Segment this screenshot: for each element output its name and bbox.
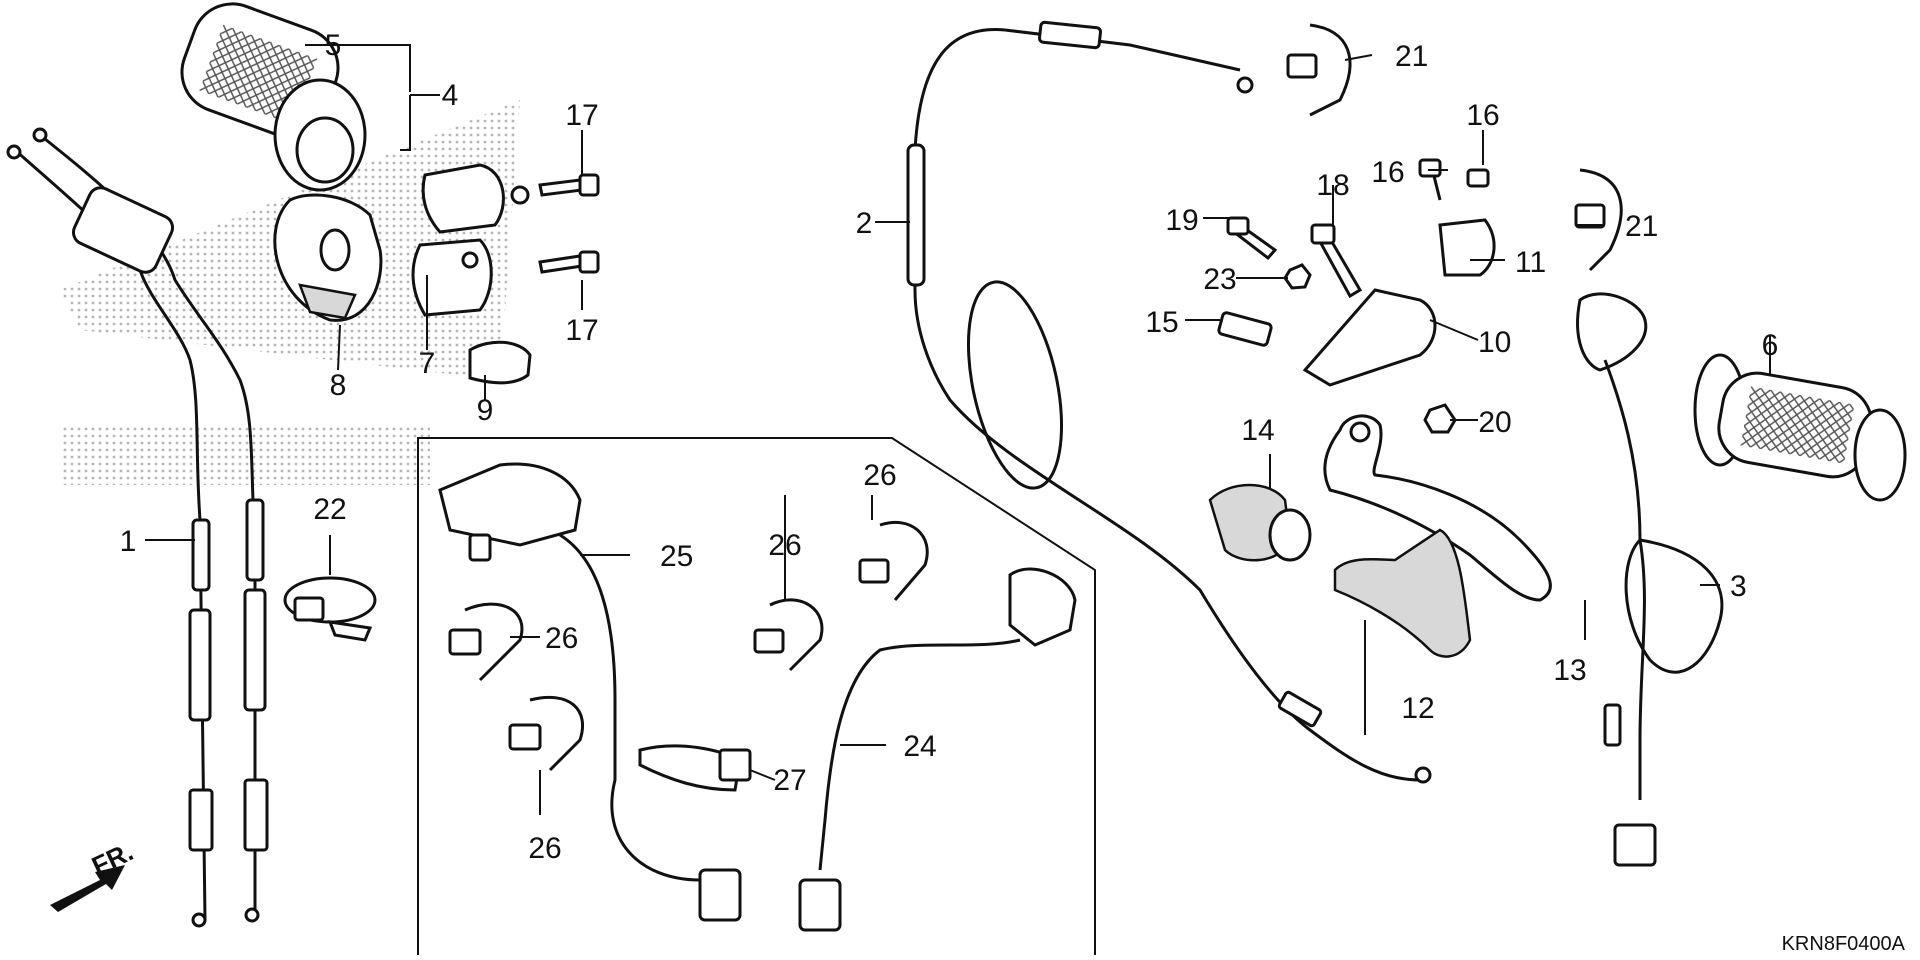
switch-3: [1576, 292, 1724, 867]
callout-18: 18: [1316, 169, 1349, 202]
callout-27: 27: [773, 764, 806, 797]
callout-15: 15: [1145, 306, 1178, 339]
callout-1: 1: [120, 525, 137, 558]
front-direction-label: FR.: [87, 836, 138, 881]
throttle-cables: [6, 127, 269, 928]
callout-21b: 21: [1625, 210, 1658, 243]
clutch-perch: [1217, 158, 1496, 434]
switch-25: [438, 462, 742, 922]
callout-2: 2: [856, 207, 873, 240]
callout-labels: 1 2 3 4 5 6 7 8 9 10 11 12 13 14 15 16 1…: [120, 29, 1779, 865]
clips-26: [448, 520, 929, 772]
callout-26a: 26: [863, 459, 896, 492]
callout-20: 20: [1478, 406, 1511, 439]
callout-13: 13: [1553, 654, 1586, 687]
callout-4: 4: [442, 79, 459, 112]
callout-17b: 17: [565, 314, 598, 347]
callout-12: 12: [1401, 692, 1434, 725]
callout-22: 22: [313, 493, 346, 526]
callout-26c: 26: [545, 622, 578, 655]
callout-19: 19: [1165, 204, 1198, 237]
callout-26b: 26: [768, 529, 801, 562]
clip-27: [638, 744, 752, 792]
callout-9: 9: [477, 394, 494, 427]
lever-guard: [1333, 528, 1472, 658]
throttle-grip: [180, 2, 367, 192]
callout-3: 3: [1730, 570, 1747, 603]
callout-26d: 26: [528, 832, 561, 865]
callout-6: 6: [1762, 329, 1779, 362]
callout-10: 10: [1478, 326, 1511, 359]
diagram-code: KRN8F0400A: [1782, 933, 1906, 955]
grip-holder: [411, 163, 532, 385]
callout-14: 14: [1241, 414, 1274, 447]
callout-8: 8: [330, 369, 347, 402]
front-direction-arrow: [50, 865, 125, 912]
adjuster-14: [1208, 483, 1312, 562]
callout-5: 5: [325, 29, 342, 62]
callout-17a: 17: [565, 99, 598, 132]
clutch-cable: [906, 20, 1432, 784]
switch-24: [798, 567, 1077, 932]
bolts-17: [538, 173, 600, 274]
leader-lines: [145, 44, 1771, 815]
band-22: [283, 576, 377, 642]
callout-25: 25: [660, 540, 693, 573]
clutch-lever: [1323, 414, 1552, 602]
callout-21a: 21: [1395, 40, 1428, 73]
callout-7: 7: [419, 347, 436, 380]
callout-23: 23: [1203, 263, 1236, 296]
callout-11: 11: [1515, 246, 1546, 279]
throttle-housing: [273, 193, 383, 322]
clips-21: [1286, 23, 1623, 272]
inset-box: [417, 437, 1096, 955]
left-grip: [1693, 353, 1907, 502]
callout-16a: 16: [1371, 156, 1404, 189]
callout-16b: 16: [1466, 99, 1499, 132]
callout-24: 24: [903, 730, 936, 763]
